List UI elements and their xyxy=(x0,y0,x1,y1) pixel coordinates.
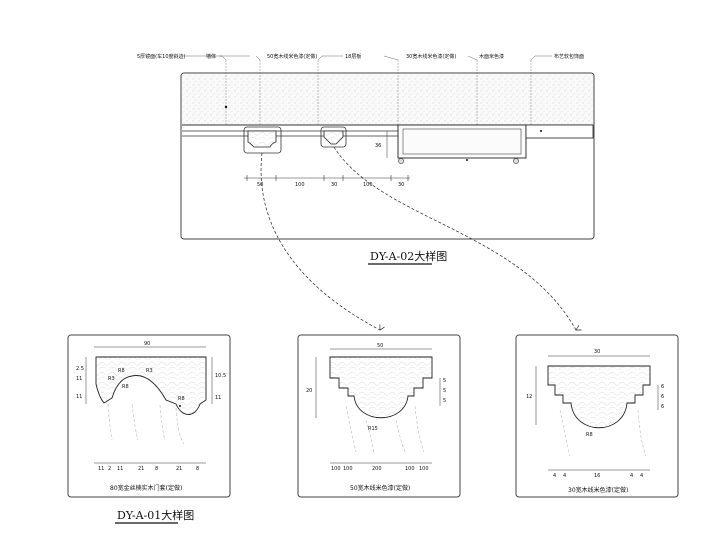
svg-text:R8: R8 xyxy=(122,384,129,390)
svg-text:R8: R8 xyxy=(118,368,125,374)
dl-caption: 80宽金丝楠实木门套(定做) xyxy=(110,484,182,492)
dl-top-dim: 90 xyxy=(144,341,150,347)
callout-board: 18层板 xyxy=(345,53,361,60)
svg-text:11: 11 xyxy=(76,394,82,400)
leader-arrow-trim-50 xyxy=(260,152,380,330)
dim-label-4: 100 xyxy=(363,182,373,188)
callout-trim-50: 50宽木线米色漆(定做) xyxy=(267,53,317,60)
dim-label-1: 50 xyxy=(257,182,263,188)
detail-right-frame xyxy=(515,334,679,498)
svg-text:4: 4 xyxy=(563,473,566,479)
svg-text:12: 12 xyxy=(526,394,532,400)
svg-text:10.5: 10.5 xyxy=(215,373,226,379)
dr-top-dim: 30 xyxy=(594,349,600,355)
svg-text:4: 4 xyxy=(553,473,556,479)
detail-right: 30 R8 12 6 6 6 4 4 16 4 4 30宽木线米色漆(定做) xyxy=(515,334,679,498)
svg-text:20: 20 xyxy=(306,388,312,394)
callout-wood-paint: 木面米色漆 xyxy=(479,53,504,60)
svg-text:R3: R3 xyxy=(146,368,153,374)
svg-text:8: 8 xyxy=(155,466,158,472)
callout-trim-30: 30宽木线米色漆(定做) xyxy=(406,53,456,60)
svg-text:11: 11 xyxy=(117,466,123,472)
trim-30-highlight-box xyxy=(320,126,347,148)
svg-text:4: 4 xyxy=(640,473,643,479)
dm-radius: R15 xyxy=(368,426,378,432)
trim-30-detail-profile xyxy=(547,365,651,428)
svg-text:16: 16 xyxy=(594,473,600,479)
svg-text:2: 2 xyxy=(108,466,111,472)
svg-text:5: 5 xyxy=(443,398,446,404)
callout-mirror: 5厚镜面(车10度斜边) xyxy=(137,53,185,60)
detail-left-frame xyxy=(67,334,231,498)
svg-text:11: 11 xyxy=(98,466,104,472)
svg-text:6: 6 xyxy=(661,404,664,410)
dm-top-dim: 50 xyxy=(377,343,383,349)
svg-text:6: 6 xyxy=(661,394,664,400)
dr-radius: R8 xyxy=(586,432,593,438)
svg-text:5: 5 xyxy=(443,378,446,384)
svg-text:5: 5 xyxy=(443,388,446,394)
svg-text:R8: R8 xyxy=(178,396,185,402)
callout-wall: 墙体 xyxy=(206,53,216,60)
svg-text:21: 21 xyxy=(138,466,144,472)
svg-text:6: 6 xyxy=(661,384,664,390)
svg-text:4: 4 xyxy=(630,473,633,479)
dim-label-5: 30 xyxy=(398,182,404,188)
dm-caption: 50宽木线米色漆(定做) xyxy=(350,484,410,492)
dim-label-3: 30 xyxy=(331,182,337,188)
svg-text:2.5: 2.5 xyxy=(76,366,84,372)
trim-50-profile xyxy=(247,130,277,148)
detail-mid-frame xyxy=(297,334,461,498)
wood-panel xyxy=(397,124,527,159)
detail-mid: 50 R15 20 5 5 5 100 100 200 100 100 50宽木… xyxy=(297,334,461,498)
trim-30-profile xyxy=(323,130,344,145)
dr-caption: 30宽木线米色漆(定做) xyxy=(568,486,628,494)
callout-fabric: 布艺软包饰面 xyxy=(554,53,584,60)
svg-text:200: 200 xyxy=(372,466,382,472)
main-section: 36 50 100 30 100 30 5厚镜面(车10度斜边) 墙体 50宽木… xyxy=(137,53,595,265)
dim-label-2: 100 xyxy=(295,182,305,188)
detail-left-title: DY-A-01大样图 xyxy=(117,508,194,522)
main-title: DY-A-02大样图 xyxy=(370,249,447,263)
door-casing-profile xyxy=(95,356,207,415)
detail-left: 90 R3 R8 R8 R3 R8 2.5 11 11 10.5 11 11 2… xyxy=(67,334,231,498)
trim-50-detail-profile xyxy=(329,356,433,419)
svg-text:100: 100 xyxy=(331,466,341,472)
svg-text:100: 100 xyxy=(419,466,429,472)
svg-text:R3: R3 xyxy=(108,376,115,382)
svg-text:21: 21 xyxy=(176,466,182,472)
trim-50-highlight-box xyxy=(243,126,282,154)
svg-text:11: 11 xyxy=(215,395,221,401)
svg-text:11: 11 xyxy=(76,376,82,382)
svg-text:100: 100 xyxy=(343,466,353,472)
svg-text:8: 8 xyxy=(196,466,199,472)
side-dim-label: 36 xyxy=(375,143,381,149)
svg-text:100: 100 xyxy=(405,466,415,472)
section-frame xyxy=(180,72,595,240)
fabric-panel xyxy=(525,124,594,139)
wall-hatch xyxy=(182,74,593,125)
